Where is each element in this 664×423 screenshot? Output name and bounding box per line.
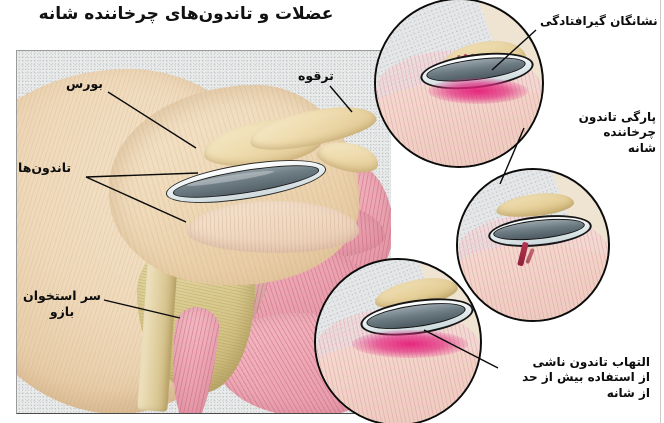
- label-clavicle: ترقوه: [298, 68, 334, 83]
- rotator-cuff-tendon-sheet: [187, 201, 359, 253]
- label-tendinitis: التهاب تاندون ناشی از استفاده بیش از حد …: [522, 355, 650, 400]
- inset-tendinitis: [314, 258, 482, 423]
- inset-impingement: [374, 0, 544, 168]
- right-margin-rule: [660, 0, 661, 423]
- label-humerus-head: سر استخوان بازو: [23, 288, 101, 319]
- label-bursa: بورس: [66, 76, 103, 91]
- label-impingement-syndrome: نشانگان گیرافتادگی: [540, 14, 658, 28]
- tendinitis-inflammation: [352, 330, 468, 358]
- inset-tendon-tear: [456, 168, 610, 322]
- page-title: عضلات و تاندون‌های چرخاننده شانه: [38, 4, 334, 24]
- label-rotator-cuff-tear: پارگی تاندون چرخاننده شانه: [578, 110, 656, 155]
- impingement-inflammation: [428, 78, 528, 104]
- label-tendons: تاندون‌ها: [18, 160, 72, 175]
